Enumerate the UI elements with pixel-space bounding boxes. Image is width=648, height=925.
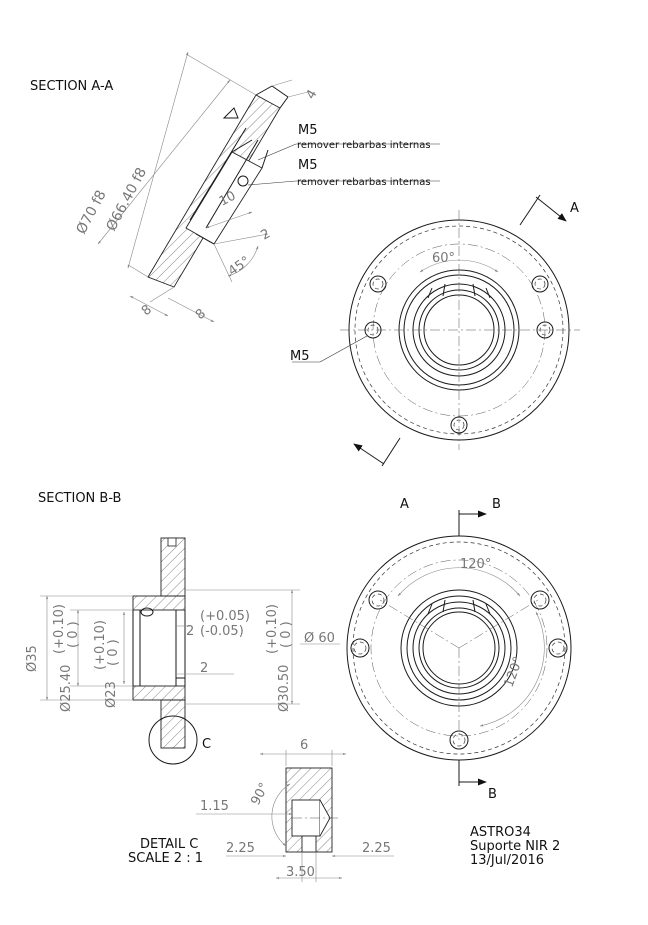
section-bb-title: SECTION B-B — [38, 491, 121, 506]
section-aa-profile — [147, 85, 289, 288]
title-line-1: ASTRO34 — [470, 825, 531, 840]
dim-2a-label: 2 — [186, 624, 194, 639]
detail-dim-90: 90° — [248, 780, 272, 807]
tol-3050-bot: ( 0 ) — [279, 621, 294, 648]
note1-title: M5 — [298, 123, 318, 138]
dim-d70-label: Ø70 f8 — [73, 188, 109, 237]
detail-c-label: C — [202, 737, 211, 752]
detail-dim-6: 6 — [300, 738, 308, 753]
dim-8b-label: 8 — [193, 306, 209, 323]
top-view: 60° M5 A — [290, 194, 580, 467]
detail-dim-225-left: 2.25 — [226, 841, 255, 856]
note2-title: M5 — [298, 158, 318, 173]
section-aa-title: SECTION A-A — [30, 79, 113, 94]
dim-d66-label: Ø66.40 f8 — [103, 165, 150, 234]
dim-d2540-label: Ø25.40 — [59, 665, 74, 712]
arrow-a-bottom-label: A — [400, 497, 409, 512]
section-bb-dimensions: Ø35 Ø25.40 (+0.10) ( 0 ) Ø23 (+0.10) ( 0… — [25, 589, 340, 712]
dim-8a-label: 8 — [139, 302, 155, 319]
tol-2-bot: (-0.05) — [200, 624, 244, 639]
dim-2b-label: 2 — [200, 661, 208, 676]
dim-d23-label: Ø23 — [104, 681, 119, 708]
title-line-2: Suporte NIR 2 — [470, 839, 560, 854]
note1-text: remover rebarbas internas — [297, 140, 431, 151]
dim-d3050-label: Ø30.50 — [277, 665, 292, 712]
tol-2540-bot: ( 0 ) — [66, 621, 81, 648]
note2-text: remover rebarbas internas — [297, 177, 431, 188]
dim-2-label: 2 — [259, 226, 274, 243]
detail-c-view: 6 1.15 90° 2.25 2.25 3.50 — [196, 738, 394, 882]
tol-23-bot: ( 0 ) — [106, 639, 121, 666]
section-aa-notes: M5 remover rebarbas internas M5 remover … — [247, 123, 440, 188]
detail-dim-115: 1.15 — [200, 799, 229, 814]
angle-120-top-label: 120° — [460, 557, 491, 572]
title-line-3: 13/Jul/2016 — [470, 853, 544, 868]
arrow-b-top-label: B — [492, 497, 501, 512]
tol-2540-top: (+0.10) — [52, 604, 67, 654]
dim-d60-label: Ø 60 — [304, 631, 335, 646]
tol-3050-top: (+0.10) — [265, 604, 280, 654]
callout-m5: M5 — [290, 349, 310, 364]
detail-c-scale: SCALE 2 : 1 — [128, 851, 203, 866]
detail-dim-225-right: 2.25 — [362, 841, 391, 856]
tol-2-top: (+0.05) — [200, 609, 250, 624]
dim-d35-label: Ø35 — [25, 645, 40, 672]
section-bb-profile: C — [132, 537, 211, 765]
arrow-a-top-label: A — [570, 201, 579, 216]
angle-60-label: 60° — [432, 251, 455, 266]
tol-23-top: (+0.10) — [93, 620, 108, 670]
dim-10-label: 10 — [217, 189, 239, 210]
detail-dim-350: 3.50 — [286, 865, 315, 880]
arrow-b-bottom-label: B — [488, 787, 497, 802]
angle-120-right-label: 120° — [502, 655, 527, 690]
dim-4-label: 4 — [303, 87, 320, 102]
detail-c-title: DETAIL C — [140, 837, 198, 852]
bottom-view: 120° 120° — [346, 510, 572, 786]
